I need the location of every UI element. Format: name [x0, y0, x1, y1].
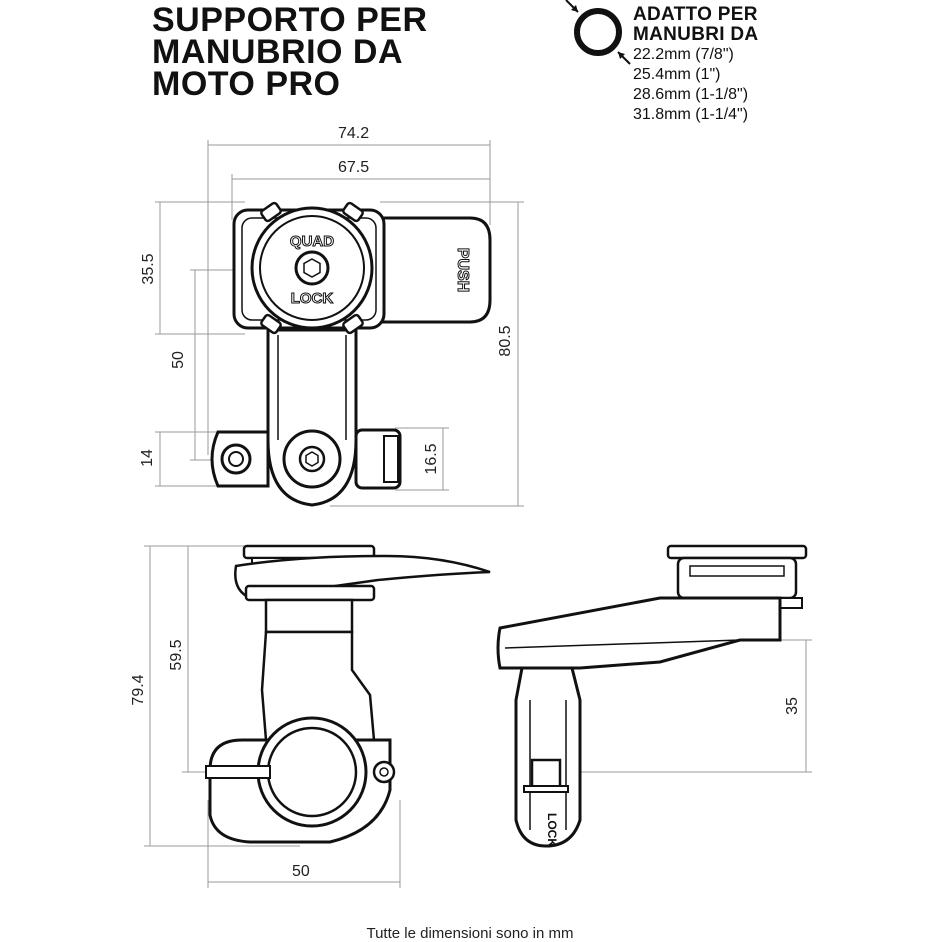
page-title: SUPPORTO PER MANUBRIO DA MOTO PRO	[152, 1, 428, 103]
title-line-3: MOTO PRO	[152, 65, 341, 103]
back-view	[496, 544, 812, 848]
dim-side-head-to-bar: 59.5	[168, 639, 185, 671]
fit-size-item: 28.6mm (1-1/8")	[633, 86, 749, 103]
dim-side-clamp-width: 50	[292, 863, 310, 880]
fit-size-list: 22.2mm (7/8") 25.4mm (1") 28.6mm (1-1/8"…	[633, 45, 748, 125]
dim-overall-height: 80.5	[497, 325, 514, 357]
quad-logo-text: QUAD	[290, 233, 334, 250]
push-label: PUSH	[454, 248, 471, 292]
fit-title: ADATTO PER MANUBRI DA	[633, 5, 758, 45]
dim-back-offset-height: 35	[784, 697, 801, 715]
fit-title-line-1: ADATTO PER	[633, 4, 758, 25]
side-view	[144, 544, 491, 888]
dim-overall-width: 74.2	[338, 125, 370, 142]
dim-clamp-span: 14	[139, 449, 156, 467]
lock-logo-text: LOCK	[291, 290, 334, 307]
fit-size-item: 31.8mm (1-1/4")	[633, 106, 749, 123]
title-line-1: SUPPORTO PER	[152, 1, 428, 39]
footer-note: Tutte le dimensioni sono in mm	[366, 925, 574, 942]
dim-clamp-height: 16.5	[423, 443, 440, 475]
dim-lever-width: 67.5	[338, 159, 370, 176]
front-view	[155, 140, 524, 507]
title-line-2: MANUBRIO DA	[152, 33, 404, 71]
fit-title-line-2: MANUBRI DA	[633, 24, 759, 45]
dim-side-overall-height: 79.4	[130, 674, 147, 706]
fit-size-item: 22.2mm (7/8")	[633, 46, 734, 63]
push-lever	[356, 216, 492, 324]
fit-size-item: 25.4mm (1")	[633, 66, 721, 83]
dim-head-height: 35.5	[140, 253, 157, 285]
handlebar-size-icon	[565, 0, 631, 65]
dim-mount-center-span: 50	[170, 351, 187, 369]
back-lock-text: LOCK	[545, 813, 559, 847]
